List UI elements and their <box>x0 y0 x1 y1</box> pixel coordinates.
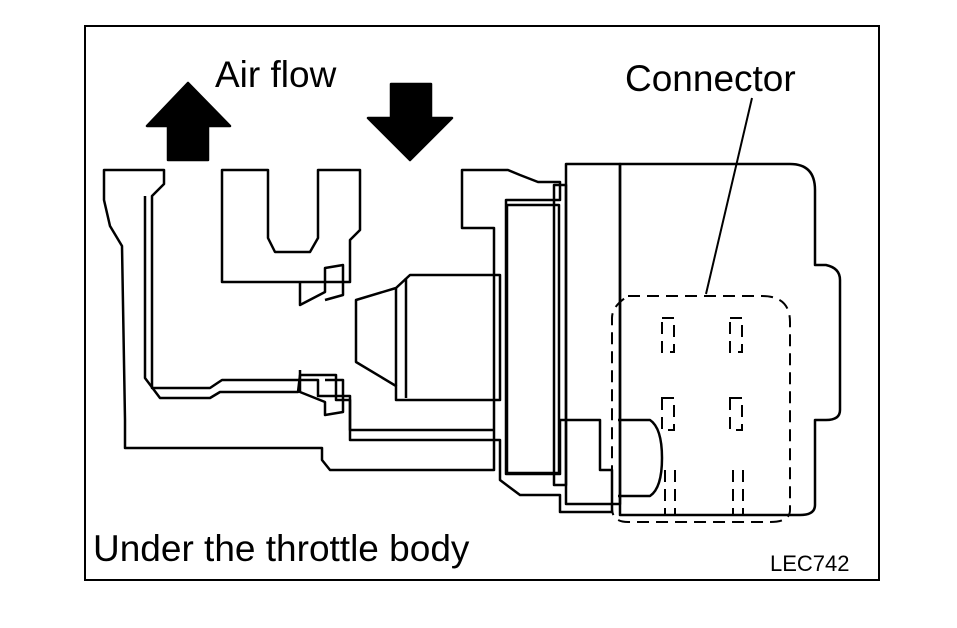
connector-label: Connector <box>625 58 796 99</box>
location-caption: Under the throttle body <box>93 528 470 569</box>
clip-upper <box>298 263 345 307</box>
connector-pin-3 <box>661 397 675 431</box>
connector-plug <box>618 418 664 498</box>
flange-plate <box>505 203 561 475</box>
arrow-down-icon <box>366 82 454 162</box>
throttle-bracket <box>220 168 362 284</box>
figure-code: LEC742 <box>770 551 850 576</box>
connector-hidden-outline <box>611 295 791 523</box>
air-flow-label: Air flow <box>215 54 337 95</box>
connector-pin-1 <box>661 317 675 353</box>
sensor-housing <box>618 162 842 517</box>
connector-pin-2 <box>729 317 743 353</box>
throttle-body-outline <box>102 168 614 514</box>
connector-leader-line <box>705 97 753 295</box>
sensor-nose <box>354 273 502 402</box>
arrow-up-icon <box>145 81 232 162</box>
clip-lower <box>298 370 345 417</box>
connector-pin-4 <box>729 397 743 431</box>
